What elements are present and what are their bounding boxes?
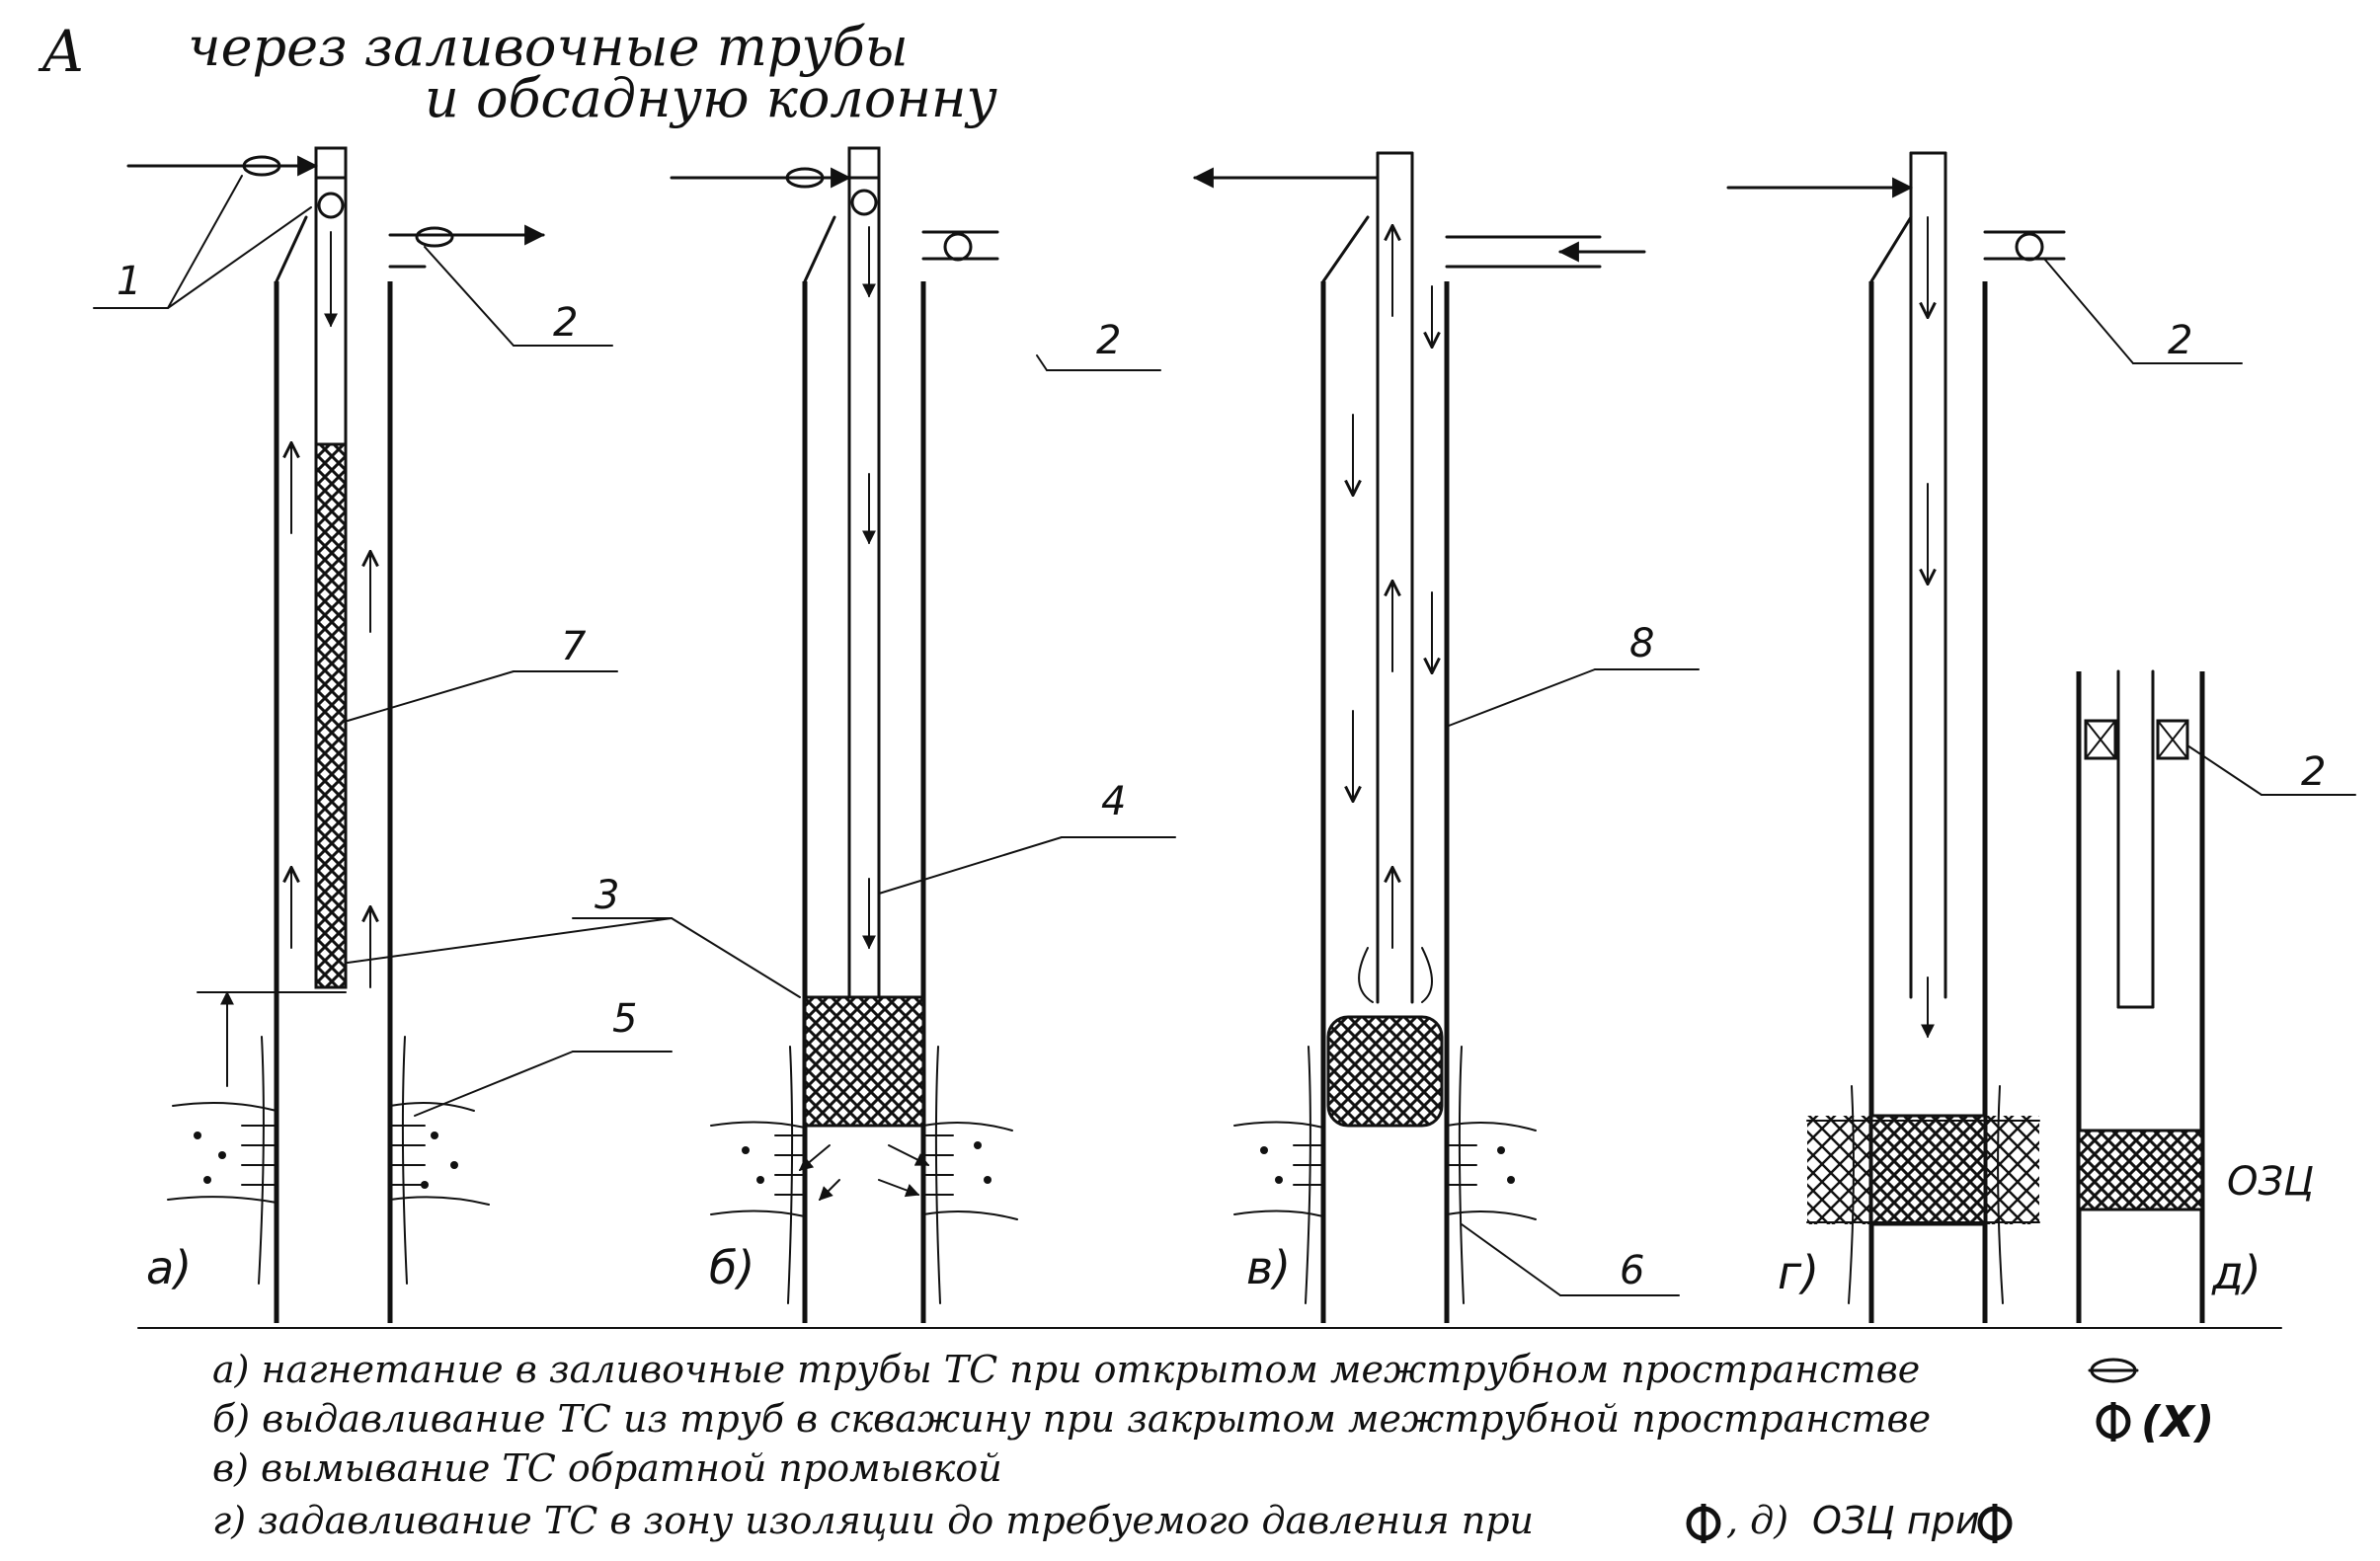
label-2-g: 2 xyxy=(2168,318,2192,363)
panel-v-well xyxy=(1192,151,1646,1323)
label-8: 8 xyxy=(1629,621,1654,666)
panel-label-b: б) xyxy=(709,1241,754,1294)
cement-slurry-washed xyxy=(1326,1015,1444,1128)
cement-slurry-in-tubing xyxy=(314,442,348,989)
panel-label-g: г) xyxy=(1778,1246,1819,1299)
valve-closed-icon xyxy=(943,232,973,262)
label-2-a: 2 xyxy=(553,300,578,346)
caption-b-symbol: (X) xyxy=(2141,1397,2214,1447)
panel-label-a: а) xyxy=(146,1241,192,1294)
valve-closed-icon xyxy=(2015,232,2044,262)
valve-open-icon xyxy=(785,167,825,189)
cement-stone-ozc xyxy=(2077,1129,2204,1211)
panel-b-labels: 2 4 б) xyxy=(709,318,1176,1294)
valve-open-icon xyxy=(242,155,281,177)
label-4: 4 xyxy=(1101,779,1126,824)
panel-a-well xyxy=(126,146,546,1323)
label-2-b: 2 xyxy=(1096,318,1121,363)
panel-v-labels: 8 6 в) xyxy=(1246,621,1700,1296)
title-letter: А xyxy=(38,18,85,85)
caption-g-separator: , д) xyxy=(1726,1499,1788,1542)
title-line-1: через заливочные трубы xyxy=(188,16,909,78)
packer-icon xyxy=(2084,719,2117,760)
packer-icon xyxy=(2156,719,2189,760)
panel-label-v: в) xyxy=(1246,1241,1291,1294)
cement-slurry-squeezed xyxy=(1869,1114,1987,1226)
panel-d-well xyxy=(2076,669,2205,1323)
panel-a-labels: 1 2 7 3 5 а) xyxy=(93,175,801,1294)
label-ozc: ОЗЦ xyxy=(2227,1159,2314,1205)
caption-b: б) выдавливание ТС из труб в скважину пр… xyxy=(212,1397,1931,1441)
valve-closed-icon xyxy=(850,189,878,216)
panel-d-labels: 2 ОЗЦ д) xyxy=(2186,744,2356,1299)
caption-v: в) вымывание ТС обратной промывкой xyxy=(212,1446,1002,1490)
label-7: 7 xyxy=(561,624,587,669)
caption-g: г) задавливание ТС в зону изоляции до тр… xyxy=(212,1499,1534,1542)
label-2-d: 2 xyxy=(2301,749,2326,795)
diagram-title: А через заливочные трубы и обсадную коло… xyxy=(38,16,997,129)
legend-captions: а) нагнетание в заливочные трубы ТС при … xyxy=(212,1348,2214,1543)
panel-b-well xyxy=(670,146,1018,1323)
title-line-2: и обсадную колонну xyxy=(425,67,997,129)
label-5: 5 xyxy=(612,996,637,1042)
panel-g-well xyxy=(1726,151,2066,1323)
label-1: 1 xyxy=(117,259,141,304)
caption-a: а) нагнетание в заливочные трубы ТС при … xyxy=(212,1348,1920,1391)
caption-ozc: ОЗЦ при xyxy=(1812,1499,1980,1542)
valve-open-icon xyxy=(415,226,454,248)
panel-label-d: д) xyxy=(2211,1246,2261,1299)
label-3: 3 xyxy=(595,873,619,918)
cement-slurry-plug xyxy=(803,995,925,1128)
panel-g-labels: 2 г) xyxy=(1778,258,2243,1299)
valve-closed-icon xyxy=(317,192,345,219)
label-6: 6 xyxy=(1620,1248,1644,1293)
